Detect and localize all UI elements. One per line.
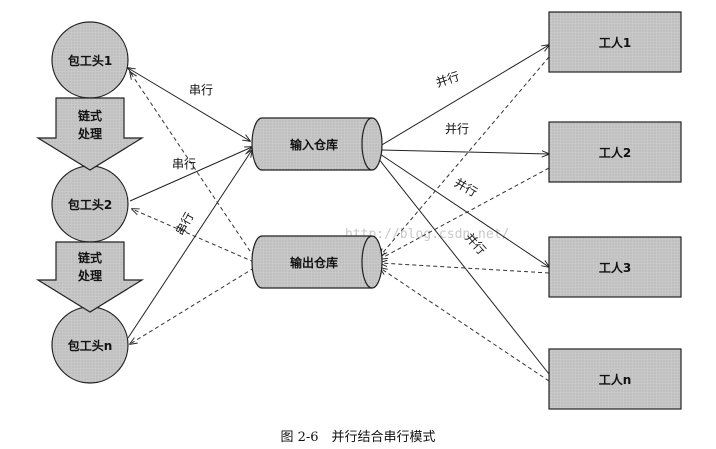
watermark-text: http://blog.csdn.net/ bbox=[345, 227, 509, 242]
edge-workern-to-output bbox=[380, 268, 550, 382]
edge-contractor1-to-input bbox=[128, 68, 250, 141]
chain-step-2-line1: 链式 bbox=[78, 250, 102, 265]
output-warehouse-label: 输出仓库 bbox=[290, 255, 338, 270]
chain-step-1-line2: 处理 bbox=[77, 126, 102, 141]
edge-input-to-worker1 bbox=[379, 45, 549, 147]
edge-input-to-workern bbox=[377, 157, 550, 375]
worker-node-3: 工人3 bbox=[548, 236, 682, 298]
edge-output-to-contractorn bbox=[130, 267, 255, 344]
contractor-label-n: 包工头n bbox=[67, 338, 113, 353]
figure-caption: 图 2-6 并行结合串行模式 bbox=[280, 430, 435, 445]
edge-worker3-to-output bbox=[380, 263, 550, 274]
edge-label-serial-3: 串行 bbox=[173, 210, 197, 238]
input-warehouse-label: 输入仓库 bbox=[290, 137, 338, 152]
contractor-label-1: 包工头1 bbox=[67, 53, 112, 68]
worker-label-2: 工人2 bbox=[599, 145, 631, 160]
edge-label-serial-1: 串行 bbox=[189, 83, 213, 97]
worker-node-2: 工人2 bbox=[548, 121, 682, 183]
worker-label-n: 工人n bbox=[599, 372, 632, 387]
worker-node-1: 工人1 bbox=[548, 11, 682, 73]
worker-label-3: 工人3 bbox=[599, 260, 631, 275]
worker-node-n: 工人n bbox=[548, 348, 682, 410]
input-warehouse: 输入仓库 bbox=[251, 117, 383, 171]
chain-step-1: 链式 处理 bbox=[35, 97, 145, 171]
edge-contractor2-to-input bbox=[129, 147, 252, 202]
edge-label-serial-2: 串行 bbox=[172, 157, 196, 171]
chain-step-1-line1: 链式 bbox=[78, 108, 102, 123]
chain-step-2-line2: 处理 bbox=[77, 268, 102, 283]
contractor-label-2: 包工头2 bbox=[67, 197, 112, 212]
contractor-node-2: 包工头2 bbox=[51, 165, 129, 243]
edge-input-to-worker3 bbox=[379, 153, 549, 267]
edge-label-parallel-1: 并行 bbox=[434, 69, 461, 90]
connections bbox=[127, 45, 550, 382]
edge-worker2-to-output bbox=[380, 167, 550, 259]
edge-label-parallel-3: 并行 bbox=[452, 175, 480, 199]
edge-worker1-to-output bbox=[380, 56, 550, 256]
chain-step-2: 链式 处理 bbox=[35, 241, 145, 313]
edge-contractorn-to-input bbox=[127, 150, 252, 339]
edge-input-to-worker2 bbox=[379, 149, 549, 154]
output-warehouse: 输出仓库 bbox=[251, 235, 383, 289]
edge-output-to-contractor2 bbox=[132, 209, 255, 263]
edge-label-parallel-2: 并行 bbox=[445, 122, 469, 136]
edge-output-to-contractor1 bbox=[130, 72, 255, 258]
worker-label-1: 工人1 bbox=[599, 35, 631, 50]
contractor-node-1: 包工头1 bbox=[51, 21, 129, 99]
contractor-node-n: 包工头n bbox=[51, 306, 129, 384]
